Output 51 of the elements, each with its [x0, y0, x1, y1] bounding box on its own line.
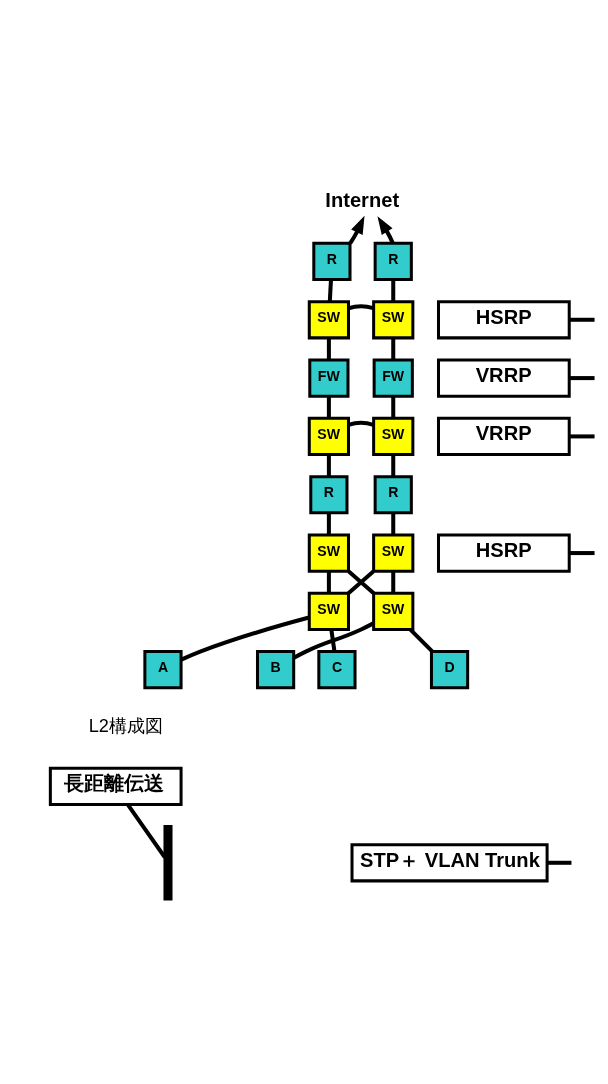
node-box: R [373, 475, 413, 515]
connector [547, 860, 572, 865]
connector [391, 571, 396, 594]
connector [409, 628, 434, 654]
node-box: B [256, 650, 296, 690]
connector [326, 512, 331, 535]
node-box: D [429, 650, 470, 690]
connector [329, 629, 337, 652]
label: L2構成図 [88, 716, 163, 737]
connector [326, 454, 331, 477]
node-box: R [312, 241, 352, 282]
node-box: HSRP [437, 533, 571, 573]
node-box: SW [372, 533, 415, 573]
connector [391, 454, 396, 477]
node-box: VRRP [437, 358, 571, 398]
node-box: SW [372, 416, 415, 457]
connector [326, 571, 331, 594]
node-box: HSRP [437, 300, 571, 340]
node-arrow [163, 825, 173, 901]
connector [391, 512, 396, 535]
connector [391, 279, 396, 302]
connector [180, 615, 310, 662]
connector [569, 317, 595, 322]
connector [326, 396, 331, 419]
node-box: 長距離伝送 [48, 766, 183, 806]
node-text: Internet [325, 189, 400, 212]
node-box: A [143, 650, 183, 690]
connector [326, 338, 331, 360]
node-box: SW [307, 591, 350, 631]
connector [347, 304, 374, 311]
connector [292, 621, 375, 660]
node-box: SW [307, 300, 350, 340]
node-box: STP＋ VLAN Trunk [350, 843, 549, 883]
node-box: FW [372, 358, 414, 398]
connector [126, 803, 167, 859]
connector [391, 338, 396, 360]
node-box: SW [307, 533, 350, 573]
node-box: R [309, 475, 349, 515]
node-box: SW [372, 300, 415, 340]
connector [327, 279, 333, 302]
node-box: R [373, 241, 413, 282]
node-box: C [317, 650, 357, 690]
node-box: SW [307, 416, 350, 457]
node-box: FW [308, 358, 350, 398]
connector [391, 396, 396, 419]
connector [347, 420, 374, 427]
node-box: SW [372, 591, 415, 631]
connector [569, 376, 595, 381]
node-box: VRRP [437, 416, 571, 457]
connector [569, 551, 595, 556]
connector [569, 434, 595, 439]
